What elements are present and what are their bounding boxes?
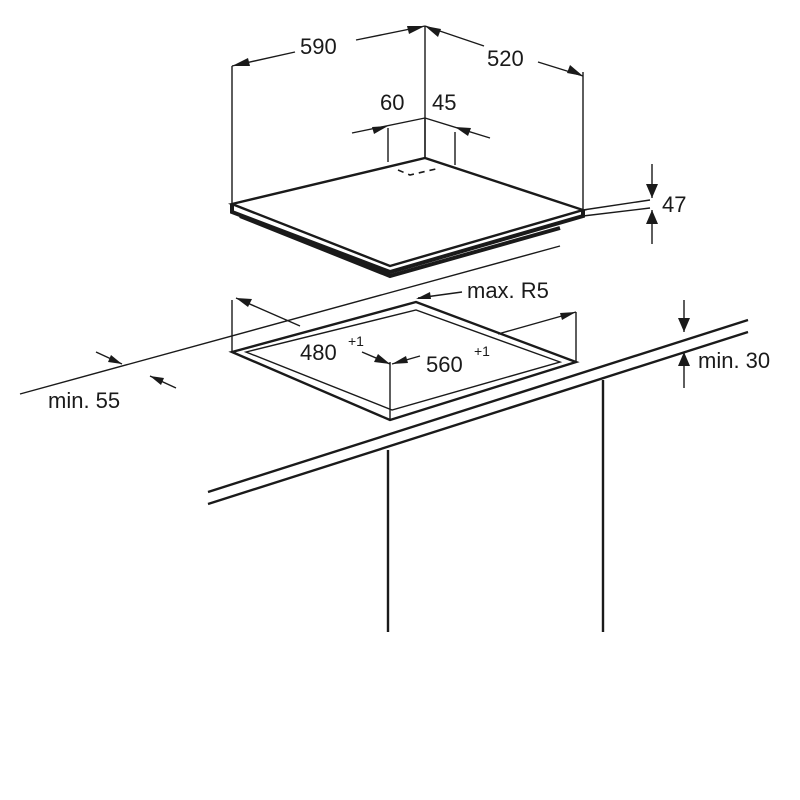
hob	[228, 156, 588, 279]
dim-min-top: min. 30	[678, 300, 770, 388]
label-depth: 520	[487, 46, 524, 71]
dim-cutout-width: 560 +1	[391, 311, 577, 377]
label-min-top: min. 30	[698, 348, 770, 373]
label-cutout-width-tol: +1	[474, 343, 490, 359]
hob-top-surface	[228, 156, 588, 268]
label-cutout-depth-tol: +1	[348, 333, 364, 349]
label-cutout-width: 560	[426, 352, 463, 377]
hob-edge	[230, 204, 585, 275]
label-cutout-depth: 480	[300, 340, 337, 365]
label-max-radius: max. R5	[467, 278, 549, 303]
hob-underside	[239, 214, 561, 279]
dim-depth: 520	[424, 25, 584, 77]
dim-width: 590	[231, 25, 426, 67]
dim-min-front: min. 55	[48, 351, 177, 413]
dim-height: 47	[646, 164, 686, 244]
label-offset-left: 60	[380, 90, 404, 115]
dim-cutout-depth: 480 +1	[235, 297, 391, 365]
cutout	[228, 300, 580, 422]
hob-extension-lines	[231, 26, 651, 217]
cabinet	[386, 380, 605, 632]
dim-max-radius: max. R5	[416, 278, 549, 303]
label-min-front: min. 55	[48, 388, 120, 413]
worktop	[19, 245, 749, 506]
label-width: 590	[300, 34, 337, 59]
label-height: 47	[662, 192, 686, 217]
dim-offsets: 60 45	[351, 90, 491, 158]
hob-hidden-corner	[397, 167, 441, 176]
label-offset-right: 45	[432, 90, 456, 115]
